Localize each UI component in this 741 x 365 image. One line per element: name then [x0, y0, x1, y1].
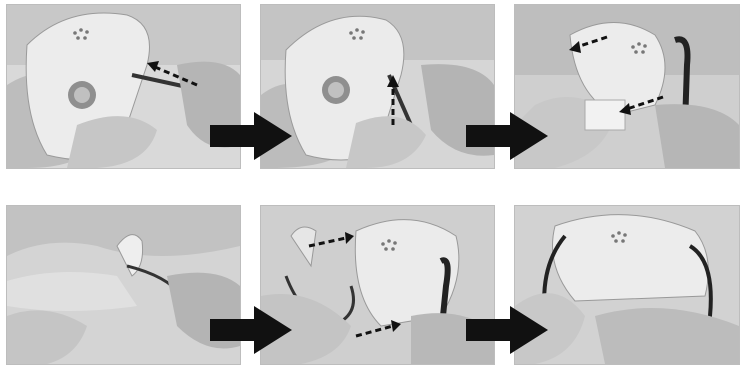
panel-step-1 [6, 4, 241, 169]
right-arrow-icon [210, 112, 292, 160]
panel-step-6-photo [515, 206, 739, 364]
panel-step-2 [260, 4, 495, 169]
panel-step-5 [260, 205, 495, 365]
panel-step-4 [6, 205, 241, 365]
panel-step-3-photo [515, 5, 739, 168]
right-arrow-icon [210, 306, 292, 354]
right-arrow-icon [466, 306, 548, 354]
panel-step-2-photo [261, 5, 494, 168]
right-arrow-icon [466, 112, 548, 160]
panel-step-5-photo [261, 206, 494, 364]
panel-step-4-photo [7, 206, 240, 364]
panel-step-1-photo [7, 5, 240, 168]
